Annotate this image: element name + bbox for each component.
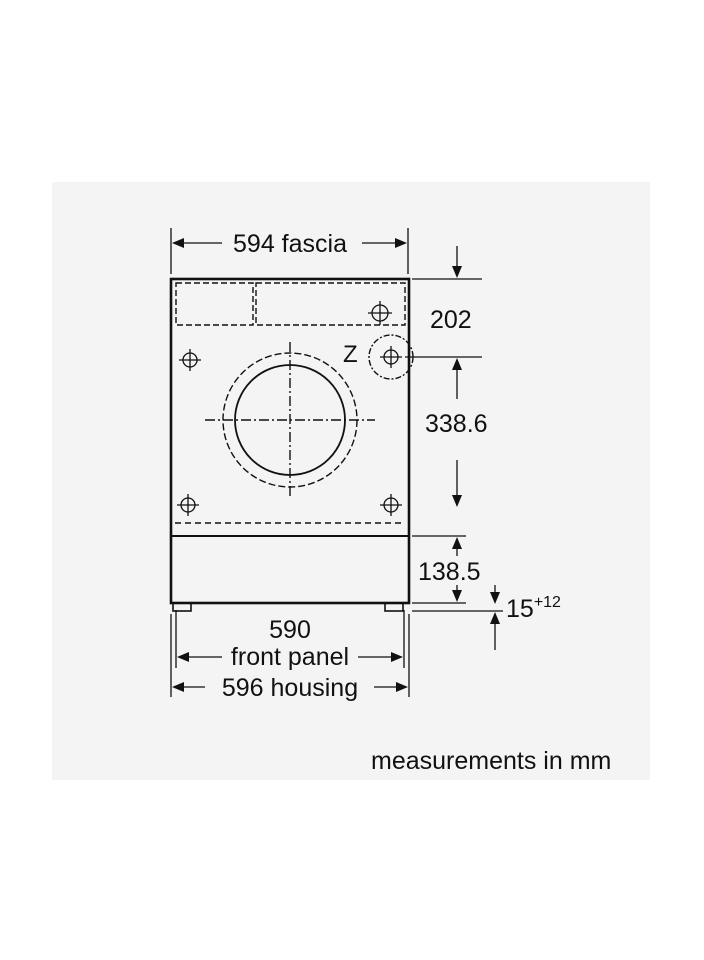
feet	[172, 602, 404, 612]
machine-body	[169, 277, 411, 605]
crosshair-left-lower	[177, 494, 199, 516]
diagram-panel	[52, 182, 650, 780]
centre-height-label: 338.6	[425, 410, 488, 438]
fascia-dimension	[170, 228, 409, 274]
top-height-arrow	[452, 246, 462, 278]
front-panel-label: front panel	[231, 643, 349, 671]
housing-label: 596 housing	[222, 674, 358, 702]
top-height-label: 202	[430, 306, 472, 334]
right-extension-lines	[405, 278, 503, 612]
crosshair-z	[380, 346, 402, 368]
base-height-arrow	[452, 537, 462, 602]
z-label: Z	[343, 341, 358, 368]
feet-height-tolerance: +12	[534, 594, 561, 611]
crosshair-top-right	[368, 301, 392, 325]
feet-height-label: 15+12	[506, 594, 561, 623]
crosshair-right-lower	[380, 494, 402, 516]
base-height-label: 138.5	[418, 558, 481, 586]
centre-height-arrow	[452, 358, 462, 507]
drum-centerlines	[205, 342, 375, 496]
top-compartments	[175, 282, 406, 326]
bottom-dimensions	[170, 610, 410, 697]
crosshair-left-upper	[179, 349, 201, 371]
units-note: measurements in mm	[371, 747, 611, 775]
feet-height-arrows	[490, 585, 500, 650]
fascia-label: 594 fascia	[233, 230, 347, 258]
front-panel-value: 590	[269, 616, 311, 644]
